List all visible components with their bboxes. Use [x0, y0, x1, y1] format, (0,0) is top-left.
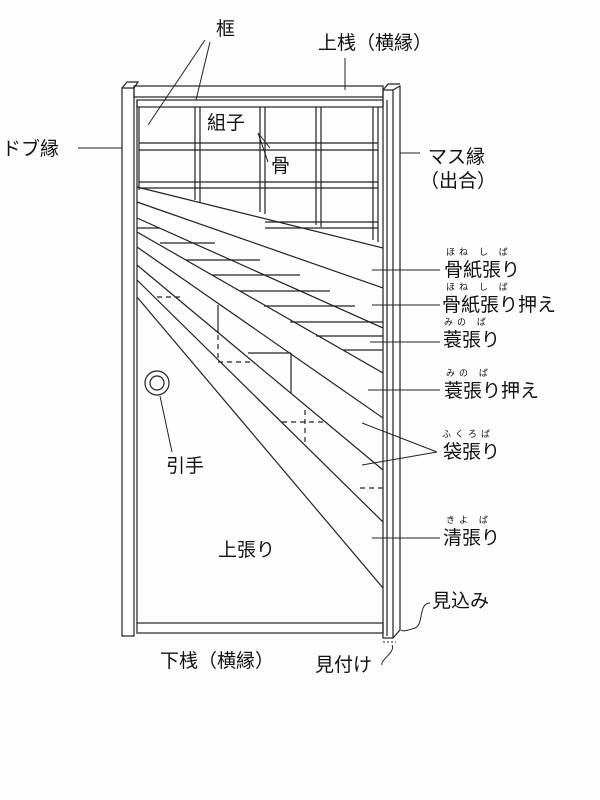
kumiko-lattice [138, 107, 379, 242]
label-uwabari: 上張り [218, 539, 276, 561]
label-hikite: 引手 [166, 455, 205, 477]
label-honeshibari: 骨紙張り [444, 259, 521, 281]
ruby-honeshibari: ほね し ば [446, 248, 512, 258]
top-rail [133, 85, 384, 108]
right-stile [382, 83, 401, 639]
label-masubuchi: マス縁 [428, 146, 486, 168]
label-kamachi: 框 [216, 18, 236, 40]
label-kiyobari: 清張り [443, 527, 501, 549]
label-mikomi: 見込み [432, 590, 490, 612]
ruby-fukurobari: ふくろば [442, 430, 495, 440]
paper-layers [136, 186, 384, 589]
label-hone: 骨 [271, 155, 291, 177]
label-fukurobari: 袋張り [443, 441, 501, 463]
ruby-minobari-osae: みの ば [446, 369, 492, 379]
label-mitsuke: 見付け [315, 654, 373, 676]
bottom-rail [136, 622, 384, 634]
label-deai: （出合） [420, 170, 497, 192]
label-uesan: 上桟（横縁） [318, 32, 433, 54]
label-minobari: 蓑張り [443, 329, 501, 351]
ruby-kiyobari: きよ ば [446, 516, 492, 526]
hikite-handle [144, 370, 170, 396]
label-minobari-osae: 蓑張り押え [444, 380, 540, 402]
label-honeshibari-osae: 骨紙張り押え [442, 294, 557, 316]
ruby-honeshibari-osae: ほね し ば [446, 283, 512, 293]
label-kumiko: 組子 [207, 112, 246, 134]
leader-lines [78, 39, 440, 666]
ruby-minobari: みの ば [444, 318, 490, 328]
label-shitasan: 下桟（横縁） [160, 650, 275, 672]
label-dobubuchi: ドブ縁 [2, 138, 60, 160]
left-stile [121, 81, 140, 637]
